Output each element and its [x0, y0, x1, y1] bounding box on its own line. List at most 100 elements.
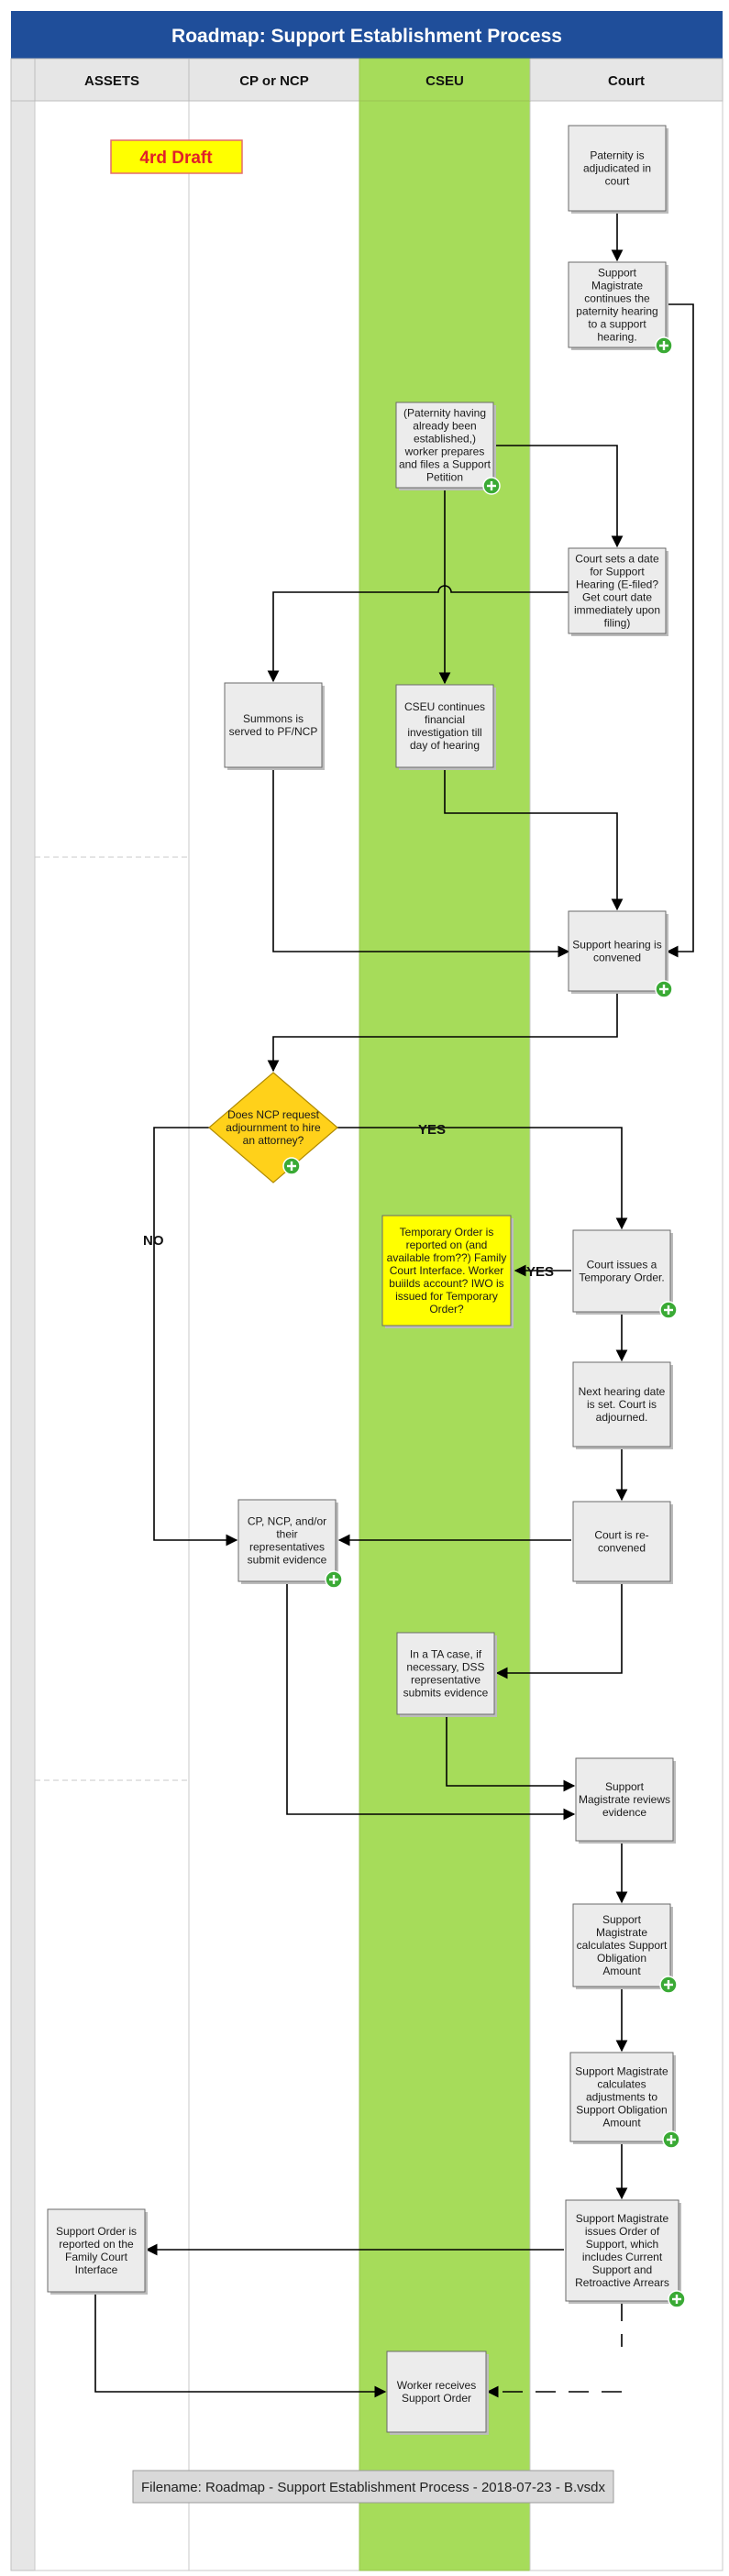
node-text-line: (Paternity having	[403, 407, 486, 420]
node-text-line: Magistrate reviews	[579, 1793, 670, 1806]
node-text-line: Support	[605, 1780, 645, 1793]
connector	[286, 1581, 576, 1821]
node-text-line: Next hearing date	[579, 1385, 666, 1398]
node-text-line: and files a Support	[399, 458, 492, 471]
node-text-line: Interface	[75, 2263, 118, 2276]
process-box	[237, 1499, 337, 1582]
plus-icon[interactable]	[655, 336, 673, 355]
node-text-line: representative	[411, 1674, 480, 1687]
node-text-line: issued for Temporary	[395, 1290, 498, 1303]
node-text-line: Magistrate	[591, 280, 643, 292]
node-text-line: served to PF/NCP	[229, 725, 318, 738]
node-text-line: adjourned.	[596, 1411, 648, 1424]
connector	[267, 991, 618, 1073]
node-text-line: investigation till	[407, 726, 481, 739]
connector	[666, 303, 694, 958]
plus-icon[interactable]	[655, 980, 673, 998]
node-text-line: Hearing (E-filed?	[576, 578, 658, 591]
plus-icon[interactable]	[659, 1976, 678, 1994]
node-text-line: for Support	[590, 566, 645, 578]
node-text-line: Paternity is	[590, 149, 644, 162]
node-text-line: convened	[593, 952, 641, 964]
node-text-line: available from??) Family	[387, 1251, 507, 1264]
node-text-line: paternity hearing	[576, 305, 657, 318]
node-text-line: Family Court	[65, 2251, 128, 2263]
lane-cp-ncp	[188, 58, 360, 2571]
edge-label-no: NO	[143, 1233, 164, 1249]
node-text-line: Temporary Order.	[579, 1271, 664, 1284]
plus-icon[interactable]	[662, 2130, 680, 2149]
node-text-line: Court sets a date	[575, 553, 659, 566]
process-box	[572, 1501, 671, 1582]
process-box	[395, 402, 494, 489]
lane-title-cp-ncp: CP or NCP	[239, 73, 309, 89]
node-text-line: filing)	[604, 617, 631, 630]
node-text-line: convened	[598, 1542, 646, 1555]
node-text-line: Support	[602, 1913, 642, 1926]
connector	[492, 445, 624, 548]
node-text-line: Summons is	[243, 712, 304, 725]
node-text-line: immediately upon	[574, 604, 660, 617]
node-calculates-adjustments: Support Magistratecalculatesadjustments …	[569, 2052, 680, 2149]
node-text-line: is set. Court is	[587, 1398, 657, 1411]
node-text-line: established,)	[414, 433, 476, 446]
node-text-line: hearing.	[597, 331, 636, 344]
plus-icon[interactable]	[282, 1157, 301, 1175]
node-text-line: representatives	[249, 1541, 325, 1554]
node-text-line: includes Current	[582, 2251, 663, 2263]
node-text-line: Support hearing is	[572, 939, 661, 952]
node-text-line: Court issues a	[587, 1259, 657, 1271]
plus-icon[interactable]	[325, 1570, 343, 1589]
lane-side-strip	[10, 58, 36, 2571]
lane-assets	[34, 58, 190, 2571]
node-text-line: Worker receives	[397, 2379, 476, 2392]
connector	[495, 1581, 623, 1679]
node-text-line: adjustments to	[586, 2091, 657, 2104]
node-text-line: continues the	[584, 292, 650, 305]
filename-box	[132, 2470, 614, 2504]
node-submit-evidence: CP, NCP, and/ortheirrepresentativessubmi…	[237, 1499, 343, 1589]
draft-badge	[110, 139, 243, 174]
node-text-line: Support Order is	[56, 2225, 137, 2238]
node-text-line: Support Order	[402, 2392, 471, 2405]
process-box	[572, 1903, 671, 1987]
node-text-line: Obligation	[597, 1952, 646, 1965]
plus-icon[interactable]	[659, 1301, 678, 1319]
node-text-line: CSEU continues	[404, 700, 485, 713]
node-text-line: buiilds account? IWO is	[389, 1277, 503, 1290]
node-text-line: Support Obligation	[576, 2104, 667, 2117]
process-box	[386, 2350, 487, 2433]
connector	[267, 585, 569, 683]
connector	[272, 767, 570, 958]
node-text-line: calculates	[597, 2078, 646, 2091]
node-text-line: issues Order of	[585, 2225, 660, 2238]
node-text-line: Order?	[429, 1303, 464, 1316]
plus-icon[interactable]	[482, 477, 501, 495]
node-text-line: worker prepares	[404, 446, 485, 458]
node-text-line: Support	[598, 267, 637, 280]
process-box	[569, 2052, 674, 2142]
node-text-line: Petition	[426, 471, 463, 484]
plus-icon[interactable]	[668, 2290, 686, 2308]
node-text-line: adjournment to hire	[226, 1121, 321, 1134]
connector	[337, 1127, 628, 1230]
edge-label-yes: YES	[418, 1122, 446, 1138]
process-box	[396, 1632, 495, 1715]
node-text-line: Amount	[602, 2117, 641, 2130]
node-text-line: Temporary Order is	[400, 1226, 494, 1238]
node-text-line: day of hearing	[410, 739, 480, 752]
draft-label: 4rd Draft	[139, 149, 213, 168]
node-court-reconvened: Court is re-convened	[572, 1501, 673, 1584]
connector	[446, 1714, 576, 1792]
node-text-line: Magistrate	[596, 1926, 647, 1939]
node-text-line: court	[605, 175, 630, 188]
